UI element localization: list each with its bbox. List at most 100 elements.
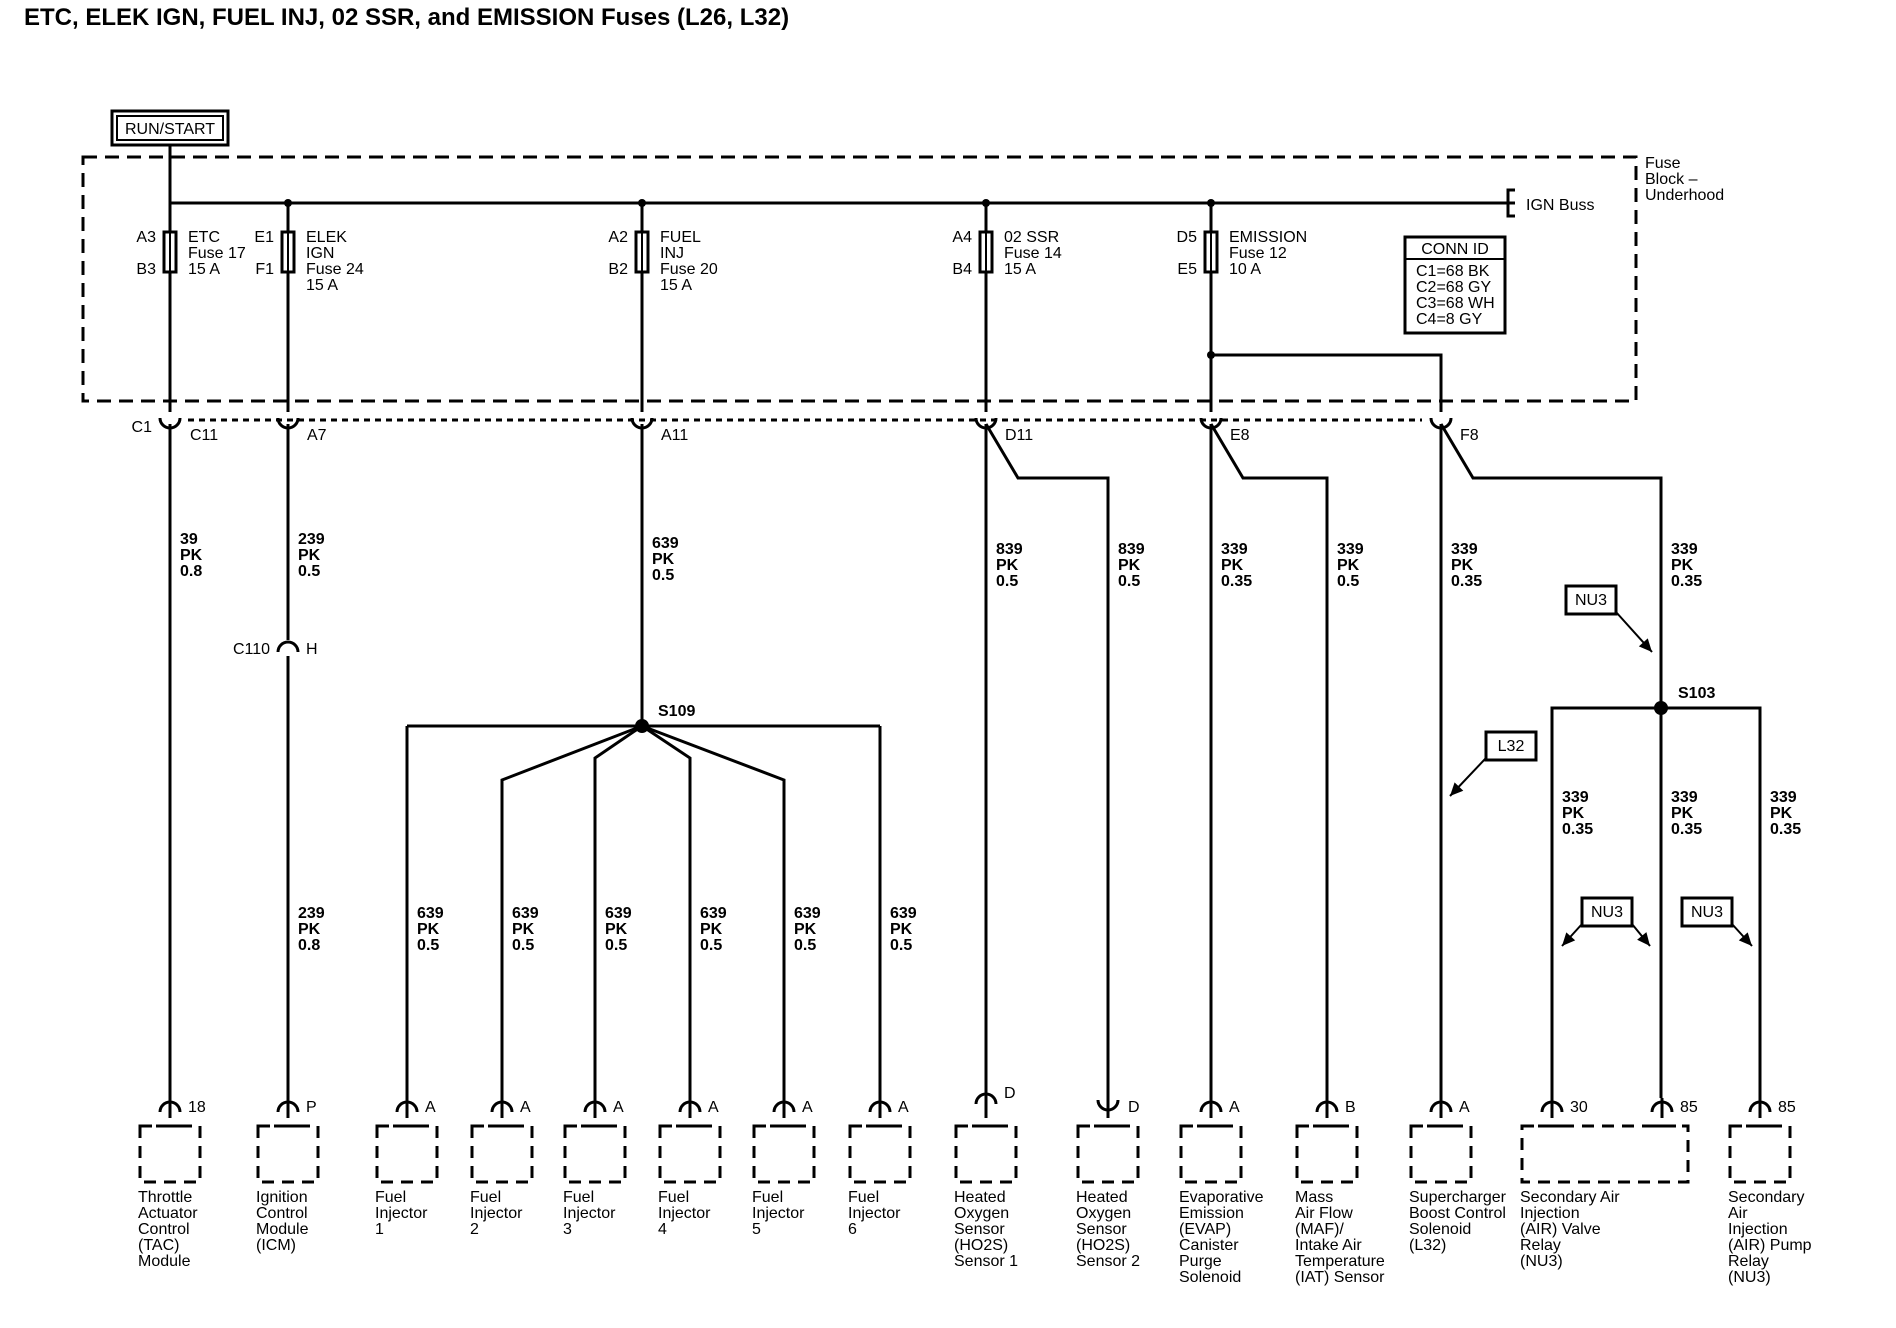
component-box bbox=[848, 1124, 912, 1184]
component-label: (AIR) Valve bbox=[1520, 1221, 1601, 1238]
wire-label-air-1: 339 bbox=[1562, 789, 1589, 806]
component-label: (MAF)/ bbox=[1295, 1221, 1344, 1238]
wire-label-inj-4: 639 bbox=[700, 905, 727, 922]
air-branch bbox=[1550, 706, 1762, 1098]
component-label: 2 bbox=[470, 1221, 479, 1238]
wire-label-inj-6: 0.5 bbox=[890, 937, 912, 954]
wire-label-maf: 0.5 bbox=[1337, 573, 1359, 590]
component-label: Purge bbox=[1179, 1253, 1222, 1270]
wire-label-air: 339 bbox=[1671, 541, 1698, 558]
wire-label-ign: 0.5 bbox=[298, 563, 320, 580]
block-pin: F8 bbox=[1460, 427, 1479, 444]
component-label: Control bbox=[138, 1221, 190, 1238]
fuse-pin-top: A2 bbox=[608, 229, 628, 246]
component-label: (ICM) bbox=[256, 1237, 296, 1254]
wire-label-ign-2: 0.8 bbox=[298, 937, 320, 954]
component-pin-label: 30 bbox=[1570, 1099, 1588, 1116]
component-pin-label: A bbox=[802, 1099, 813, 1116]
page-title: ETC, ELEK IGN, FUEL INJ, 02 SSR, and EMI… bbox=[24, 4, 790, 31]
emission-branch bbox=[1211, 353, 1443, 412]
component-label: Injection bbox=[1728, 1221, 1788, 1238]
c110-pin-label: H bbox=[306, 641, 318, 658]
wire-label-maf: 339 bbox=[1337, 541, 1364, 558]
fuse-label: Fuse 12 bbox=[1229, 245, 1287, 262]
component-label: Evaporative bbox=[1179, 1189, 1264, 1206]
component-box bbox=[1520, 1124, 1690, 1184]
ho2s2-wire bbox=[984, 423, 1110, 1098]
fuse-label: 15 A bbox=[1004, 261, 1036, 278]
component-label: 1 bbox=[375, 1221, 384, 1238]
block-pin: A11 bbox=[661, 427, 688, 444]
wire-label-ho2s1: PK bbox=[996, 557, 1019, 574]
inj2-wire bbox=[500, 724, 643, 1098]
component-pin-label: A bbox=[898, 1099, 909, 1116]
component-label: Injector bbox=[752, 1205, 805, 1222]
component-label: Injector bbox=[563, 1205, 616, 1222]
fuse-label: Fuse 17 bbox=[188, 245, 246, 262]
fuse-block-label: Underhood bbox=[1645, 187, 1724, 204]
wire-label-etc: 39 bbox=[180, 531, 198, 548]
fuse-pin-top: E1 bbox=[254, 229, 274, 246]
component-label: (EVAP) bbox=[1179, 1221, 1231, 1238]
component-label: Supercharger bbox=[1409, 1189, 1507, 1206]
component-label: 4 bbox=[658, 1221, 667, 1238]
component-box bbox=[563, 1124, 627, 1184]
component-label: Secondary bbox=[1728, 1189, 1805, 1206]
wire-label-ho2s2: PK bbox=[1118, 557, 1141, 574]
component-label: (TAC) bbox=[138, 1237, 179, 1254]
l32-option-box bbox=[1484, 730, 1538, 762]
component-label: 3 bbox=[563, 1221, 572, 1238]
air-feed-wire bbox=[1439, 423, 1663, 1098]
component-label: Sensor 2 bbox=[1076, 1253, 1140, 1270]
wire-label-inj-3: PK bbox=[605, 921, 628, 938]
run-start-label: RUN/START bbox=[125, 121, 215, 138]
component-label: Mass bbox=[1295, 1189, 1333, 1206]
component-label: Control bbox=[256, 1205, 308, 1222]
component-label: (NU3) bbox=[1520, 1253, 1563, 1270]
component-label: Throttle bbox=[138, 1189, 192, 1206]
run-start-inner bbox=[116, 115, 224, 141]
fuse-pin-top: D5 bbox=[1177, 229, 1198, 246]
wire-label-inj-1: 639 bbox=[417, 905, 444, 922]
inj5-wire bbox=[641, 724, 786, 1098]
inj4-wire bbox=[641, 724, 692, 1098]
component-label: (L32) bbox=[1409, 1237, 1446, 1254]
component-label: Fuel bbox=[470, 1189, 501, 1206]
component-label: Injector bbox=[848, 1205, 901, 1222]
wire-label-inj-6: 639 bbox=[890, 905, 917, 922]
component-label: Module bbox=[138, 1253, 191, 1270]
component-box bbox=[1728, 1124, 1792, 1184]
wire-label-inj-3: 0.5 bbox=[605, 937, 627, 954]
fuse-label: ELEK bbox=[306, 229, 347, 246]
component-label: Actuator bbox=[138, 1205, 198, 1222]
component-label: Injection bbox=[1520, 1205, 1580, 1222]
nu3-option-box-label: NU3 bbox=[1575, 592, 1607, 609]
component-label: Solenoid bbox=[1409, 1221, 1471, 1238]
wire-label-inj-5: 0.5 bbox=[794, 937, 816, 954]
component-connector bbox=[1650, 1100, 1674, 1113]
fuse-pin-bottom: B2 bbox=[608, 261, 628, 278]
block-pin: A7 bbox=[307, 427, 327, 444]
component-label: Oxygen bbox=[1076, 1205, 1131, 1222]
fuse-label: 15 A bbox=[188, 261, 220, 278]
component-label: Temperature bbox=[1295, 1253, 1385, 1270]
conn-id-box bbox=[1403, 235, 1507, 335]
wire-label-air-3: PK bbox=[1770, 805, 1793, 822]
fuse-pin-bottom: F1 bbox=[255, 261, 274, 278]
wire-label-evap: 339 bbox=[1221, 541, 1248, 558]
fuse-pin-top: A3 bbox=[136, 229, 156, 246]
fuse-label: ETC bbox=[188, 229, 220, 246]
component-box bbox=[1295, 1124, 1359, 1184]
component-box bbox=[752, 1124, 816, 1184]
component-pin-label: A bbox=[708, 1099, 719, 1116]
wire-label-air-1: 0.35 bbox=[1562, 821, 1593, 838]
nu3-arrow-1-head bbox=[1638, 638, 1652, 652]
fuse-label: EMISSION bbox=[1229, 229, 1307, 246]
fuse-label: Fuse 20 bbox=[660, 261, 718, 278]
component-pin-label: A bbox=[1229, 1099, 1240, 1116]
nu3-option-box-2-label: NU3 bbox=[1591, 904, 1623, 921]
component-label: Emission bbox=[1179, 1205, 1244, 1222]
c110-connector bbox=[276, 640, 300, 653]
wire-label-fuel: 0.5 bbox=[652, 567, 674, 584]
